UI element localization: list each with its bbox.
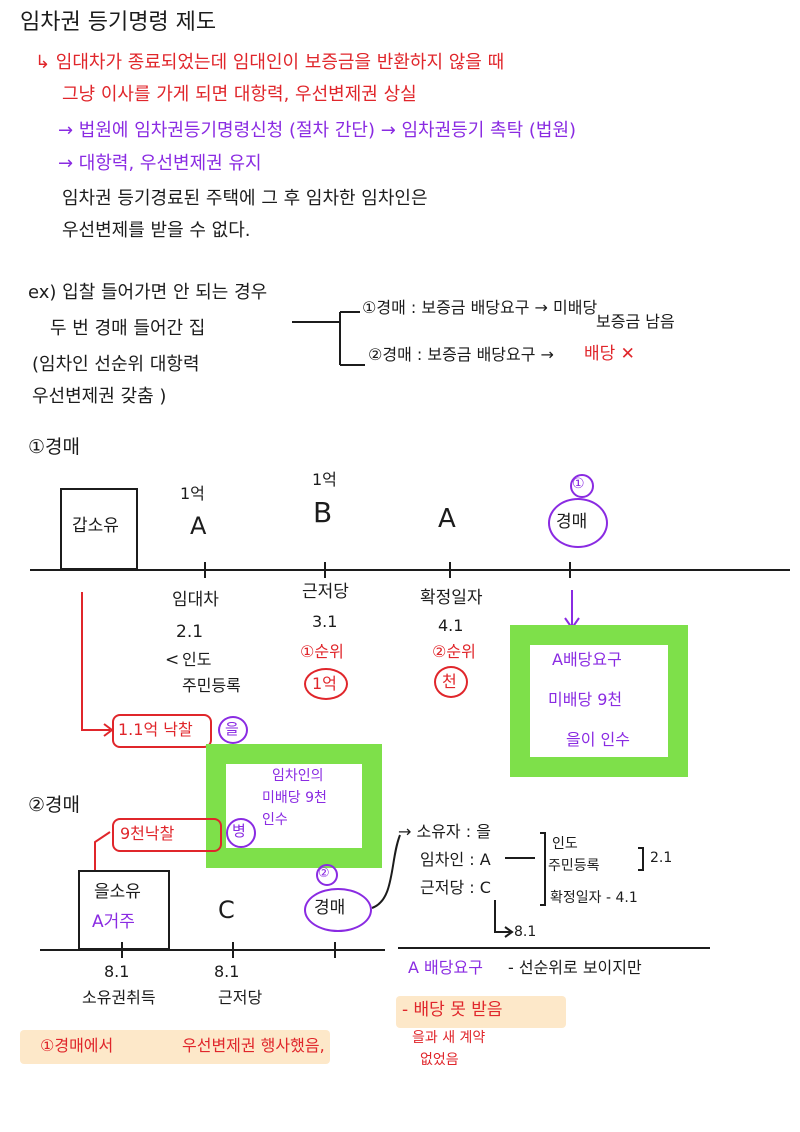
letter-c: C — [218, 896, 235, 924]
auction-2-number-circle — [316, 864, 338, 886]
note-priority: - 선순위로 보이지만 — [508, 958, 642, 977]
event-3-date: 4.1 — [438, 616, 464, 635]
note-no-distribution: - 배당 못 받음 — [402, 1000, 503, 1020]
auction-1-number-circle — [570, 474, 594, 498]
auction-2-winner-tag-circle — [226, 818, 256, 848]
auction-1-highlight-line-1: A배당요구 — [552, 650, 622, 669]
event-2-amount-circle — [304, 668, 348, 700]
bottom-note-2: 우선변제권 행사했음, — [182, 1036, 325, 1055]
intro-line-4: → 대항력, 우선변제권 유지 — [58, 153, 262, 174]
letter-a-2: A — [438, 504, 456, 534]
bottom-note-3: 을과 새 계약 — [412, 1030, 486, 1046]
auction-2-highlight-box — [206, 744, 382, 868]
amount-b: 1억 — [312, 470, 337, 489]
auction-1-highlight-line-3: 을이 인수 — [566, 730, 630, 749]
auction-2-heading: ②경매 — [28, 794, 80, 816]
bottom-highlight — [20, 1030, 330, 1064]
auction-1-highlight-box — [510, 625, 688, 777]
amount-a: 1억 — [180, 484, 205, 503]
winner-label: 1.1억 낙찰 — [118, 720, 193, 739]
example-line-3: 우선변제권 갖춤 ) — [32, 386, 167, 407]
auction-1-number: ① — [572, 476, 585, 492]
event-3-amount: 천 — [442, 672, 457, 691]
example-line-2: (임차인 선순위 대항력 — [32, 354, 200, 375]
auction-2-winner-box — [112, 818, 222, 852]
info-item-1: 인도 — [552, 836, 578, 852]
page-title: 임차권 등기명령 제도 — [20, 10, 217, 35]
auction-2-winner: 9천낙찰 — [120, 824, 175, 843]
auction-2-date-1-label: 소유권취득 — [82, 988, 156, 1007]
event-3-title: 확정일자 — [420, 588, 483, 608]
auction-2-date-1: 8.1 — [104, 962, 130, 981]
bottom-note-4: 없었음 — [420, 1052, 459, 1068]
example-branch-1-sub: 보증금 남음 — [596, 312, 675, 331]
event-1-note-1: 인도 — [182, 650, 212, 669]
example-label: ex) 입찰 들어가면 안 되는 경우 — [28, 282, 268, 303]
owner-box — [60, 488, 138, 570]
auction-2-owner: 을소유 — [94, 882, 141, 902]
auction-2-date-2-label: 근저당 — [218, 988, 263, 1007]
info-item-3: 확정일자 - 4.1 — [550, 890, 638, 906]
info-owner: → 소유자 : 을 — [398, 822, 491, 841]
winner-tag-circle — [218, 716, 248, 744]
auction-2-date-2: 8.1 — [214, 962, 240, 981]
letter-a: A — [190, 512, 207, 540]
intro-line-6: 우선변제를 받을 수 없다. — [62, 220, 251, 241]
event-1-date: 2.1 — [176, 622, 204, 642]
auction-2-owner-box — [78, 870, 170, 950]
event-1-title: 임대차 — [172, 590, 219, 610]
info-item-2-date: 2.1 — [650, 850, 673, 866]
winner-tag: 을 — [225, 720, 239, 738]
info-tenant: 임차인 : A — [420, 850, 491, 869]
intro-line-2: 그냥 이사를 가게 되면 대항력, 우선변제권 상실 — [62, 84, 417, 105]
info-mortgage: 근저당 : C — [420, 878, 491, 897]
auction-2-label-circle — [304, 888, 372, 932]
auction-2-resident: A거주 — [92, 912, 135, 932]
auction-2-highlight-line-2: 미배당 9천 — [262, 790, 327, 806]
info-mortgage-date: 8.1 — [514, 924, 537, 940]
event-2-amount: 1억 — [312, 674, 337, 693]
auction-1-label-circle — [548, 498, 608, 548]
event-3-amount-circle — [434, 666, 468, 698]
event-1-note-2: 주민등록 — [182, 676, 241, 695]
bottom-note-1: ①경매에서 — [40, 1036, 114, 1055]
note-highlight — [396, 996, 566, 1028]
winner-box — [112, 714, 212, 748]
intro-line-1: ↳ 임대차가 종료되었는데 임대인이 보증금을 반환하지 않을 때 — [35, 52, 505, 73]
auction-1-label: 경매 — [556, 512, 588, 532]
auction-2-winner-tag: 병 — [232, 822, 246, 840]
event-2-title: 근저당 — [302, 582, 349, 602]
letter-b: B — [313, 496, 333, 529]
info-item-2: 주민등록 — [548, 858, 600, 874]
note-distribution-request: A 배당요구 — [408, 958, 483, 977]
auction-1-highlight-line-2: 미배당 9천 — [548, 690, 623, 709]
event-2-rank: ①순위 — [300, 642, 344, 661]
event-3-rank: ②순위 — [432, 642, 476, 661]
auction-2-label: 경매 — [314, 898, 346, 918]
event-1-note-bracket: < — [165, 650, 180, 670]
example-branch-2: ②경매 : 보증금 배당요구 → — [368, 345, 554, 364]
owner-box-label: 갑소유 — [72, 516, 119, 536]
example-line-1: 두 번 경매 들어간 집 — [50, 318, 206, 339]
intro-line-5: 임차권 등기경료된 주택에 그 후 임차한 임차인은 — [62, 188, 428, 209]
example-branch-1: ①경매 : 보증금 배당요구 → 미배당 — [362, 298, 598, 317]
auction-2-highlight-line-1: 임차인의 — [272, 768, 324, 784]
intro-line-3: → 법원에 임차권등기명령신청 (절차 간단) → 임차권등기 촉탁 (법원) — [58, 120, 577, 141]
auction-2-highlight-line-3: 인수 — [262, 812, 288, 828]
auction-2-number: ② — [318, 866, 330, 881]
auction-1-heading: ①경매 — [28, 436, 80, 458]
example-branch-2-result: 배당 ✕ — [584, 344, 635, 364]
event-2-date: 3.1 — [312, 612, 338, 631]
